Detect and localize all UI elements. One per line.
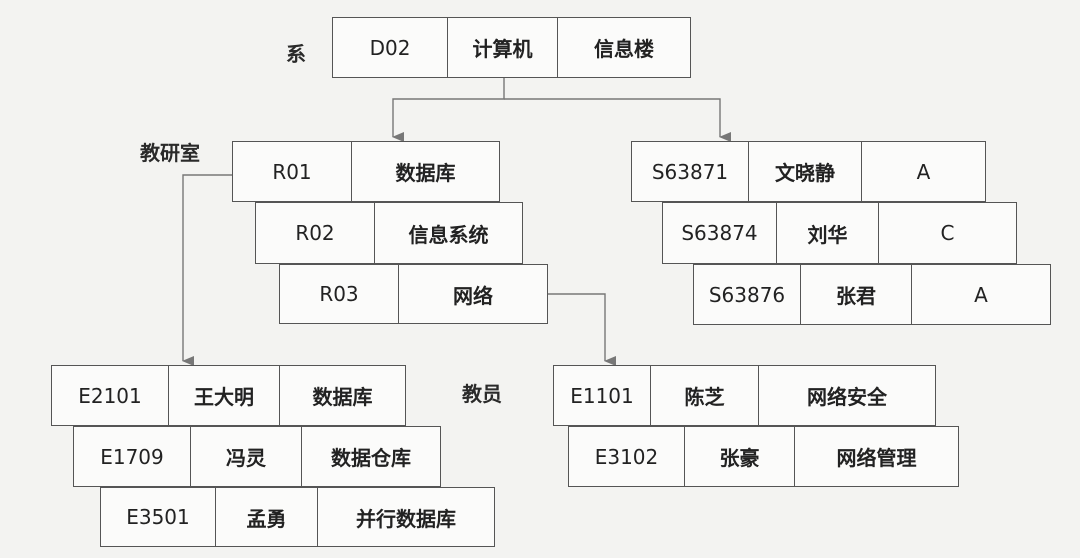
teacher-label: 教员 <box>462 382 502 406</box>
teacher-name: 冯灵 <box>191 427 302 486</box>
office-id: R03 <box>280 265 399 323</box>
office-id: R01 <box>233 142 352 201</box>
teacher-name: 张豪 <box>685 427 795 486</box>
student-name: 张君 <box>801 265 912 324</box>
student-id: S63871 <box>632 142 749 201</box>
student-record: S63876 张君 A <box>693 264 1051 325</box>
office-record: R01 数据库 <box>232 141 500 202</box>
teacher-specialty: 网络安全 <box>807 385 887 409</box>
teacher-id: E1709 <box>74 427 191 486</box>
office-name: 网络 <box>453 283 493 308</box>
student-name: 刘华 <box>777 203 879 263</box>
dept-to-student-arrow <box>504 98 731 142</box>
office-record: R03 网络 <box>279 264 548 324</box>
teacher-id: E2101 <box>52 366 169 425</box>
teacher-name: 孟勇 <box>216 488 318 546</box>
office-name: 信息系统 <box>408 222 489 247</box>
dept-to-office-arrow <box>392 78 505 142</box>
dept-id: D02 <box>333 18 448 77</box>
dept-label: 系 <box>286 42 306 66</box>
teacher-id: E1101 <box>554 366 651 425</box>
teacher-specialty: 数据库 <box>312 385 373 409</box>
student-grade: C <box>940 221 955 245</box>
dept-building: 信息楼 <box>594 37 654 61</box>
teacher-record: E3102 张豪 网络管理 <box>568 426 959 487</box>
teacher-specialty: 数据仓库 <box>331 446 411 470</box>
teacher-id: E3501 <box>101 488 216 546</box>
teacher-name: 陈芝 <box>651 366 759 425</box>
student-record: S63871 文晓静 A <box>631 141 986 202</box>
student-id: S63874 <box>663 203 777 263</box>
student-id: S63876 <box>694 265 801 324</box>
office-name: 数据库 <box>395 161 456 185</box>
office-label: 教研室 <box>140 141 200 165</box>
student-record: S63874 刘华 C <box>662 202 1017 264</box>
teacher-record: E1101 陈芝 网络安全 <box>553 365 936 426</box>
department-record: D02 计算机 信息楼 <box>332 17 691 78</box>
teacher-specialty: 并行数据库 <box>356 506 456 531</box>
dept-name: 计算机 <box>448 18 558 77</box>
student-grade: A <box>916 159 931 184</box>
student-grade: A <box>974 282 988 307</box>
r01-to-teacher-arrow <box>182 174 232 366</box>
teacher-record: E2101 王大明 数据库 <box>51 365 406 426</box>
student-name: 文晓静 <box>749 142 862 201</box>
teacher-id: E3102 <box>569 427 685 486</box>
teacher-record: E1709 冯灵 数据仓库 <box>73 426 441 487</box>
r03-to-teacher-arrow <box>546 293 616 366</box>
teacher-record: E3501 孟勇 并行数据库 <box>100 487 495 547</box>
office-id: R02 <box>256 203 375 263</box>
teacher-specialty: 网络管理 <box>836 446 917 470</box>
office-record: R02 信息系统 <box>255 202 523 264</box>
teacher-name: 王大明 <box>169 366 280 425</box>
